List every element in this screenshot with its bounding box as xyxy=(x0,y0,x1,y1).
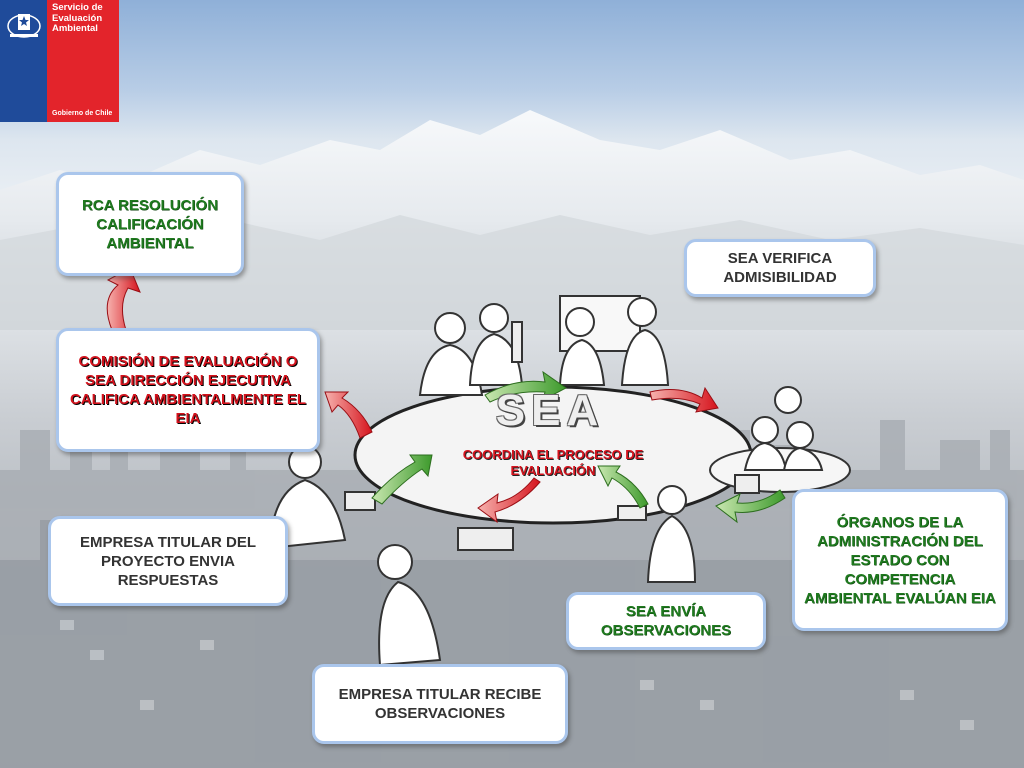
logo-title: Servicio de Evaluación Ambiental xyxy=(52,2,103,34)
empresa-recibe-box: EMPRESA TITULAR RECIBE OBSERVACIONES xyxy=(312,664,568,744)
sea-title: SEA xyxy=(495,386,605,435)
green-arrow-top xyxy=(484,370,567,403)
red-arrow-to-comision xyxy=(324,391,373,439)
person-figure-bottom-right xyxy=(617,485,697,583)
admisibilidad-box: SEA VERIFICA ADMISIBILIDAD xyxy=(684,239,876,297)
red-arrow-bottom xyxy=(477,477,541,524)
comision-box: COMISIÓN DE EVALUACIÓN O SEA DIRECCIÓN E… xyxy=(56,328,320,452)
empresa-recibe-text: EMPRESA TITULAR RECIBE OBSERVACIONES xyxy=(338,686,542,722)
chile-coat-of-arms-icon xyxy=(7,14,41,38)
green-arrow-right xyxy=(715,489,786,524)
logo-subtitle: Gobierno de Chile xyxy=(52,110,113,117)
person-figure-top-center xyxy=(558,295,670,386)
red-arrow-top-right xyxy=(649,386,719,413)
green-arrow-left xyxy=(371,454,433,505)
admisibilidad-text: SEA VERIFICA ADMISIBILIDAD xyxy=(723,250,837,286)
organos-box: ÓRGANOS DE LA ADMINISTRACIÓN DEL ESTADO … xyxy=(792,489,1008,631)
comision-text: COMISIÓN DE EVALUACIÓN O SEA DIRECCIÓN E… xyxy=(69,353,307,427)
empresa-respuestas-text: EMPRESA TITULAR DEL PROYECTO ENVIA RESPU… xyxy=(79,533,257,589)
person-figure-left xyxy=(268,445,376,550)
sea-envia-box: SEA ENVÍA OBSERVACIONES xyxy=(566,592,766,650)
green-arrow-bottom-right xyxy=(597,465,649,509)
person-figure-right xyxy=(709,386,851,494)
rca-box: RCA RESOLUCIÓN CALIFICACIÓN AMBIENTAL xyxy=(56,172,244,276)
empresa-respuestas-box: EMPRESA TITULAR DEL PROYECTO ENVIA RESPU… xyxy=(48,516,288,606)
logo-red-panel xyxy=(47,0,119,122)
organos-text: ÓRGANOS DE LA ADMINISTRACIÓN DEL ESTADO … xyxy=(804,513,996,607)
sea-subtitle: COORDINA EL PROCESO DE EVALUACIÓN xyxy=(462,447,644,478)
sea-envia-text: SEA ENVÍA OBSERVACIONES xyxy=(600,603,732,639)
red-arrow-up-to-rca xyxy=(106,267,141,331)
person-figure-top-left xyxy=(418,303,524,396)
rca-text: RCA RESOLUCIÓN CALIFICACIÓN AMBIENTAL xyxy=(81,196,219,252)
person-figure-bottom-center xyxy=(377,527,514,667)
